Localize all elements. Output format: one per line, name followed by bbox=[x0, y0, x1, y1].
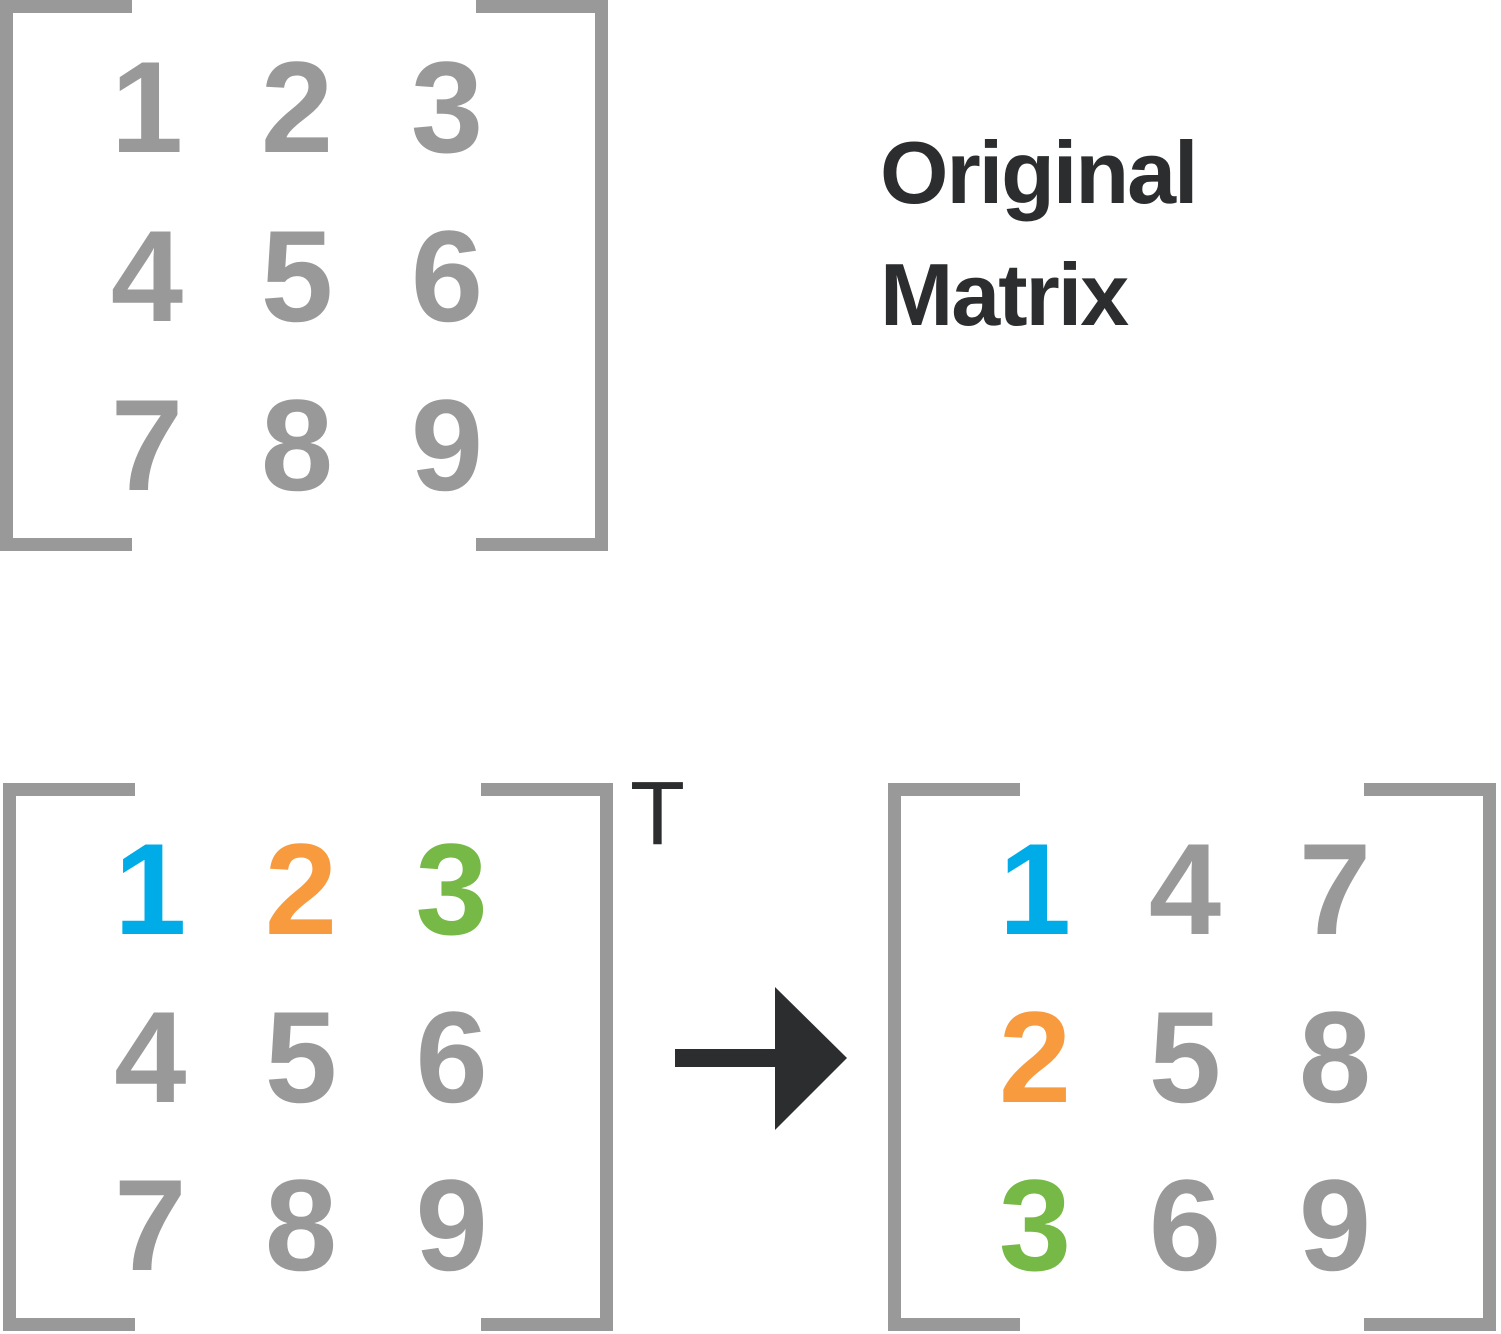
matrix-cell: 2 bbox=[998, 984, 1072, 1130]
matrix-cells: 1 2 3 4 5 6 7 8 9 bbox=[75, 805, 527, 1309]
matrix-cell: 5 bbox=[1148, 984, 1222, 1130]
transpose-arrow-icon bbox=[675, 987, 847, 1130]
matrix-cell: 4 bbox=[114, 984, 187, 1130]
title-line-2: Matrix bbox=[880, 245, 1129, 344]
right-bracket bbox=[476, 0, 608, 551]
matrix-cell: 1 bbox=[114, 816, 187, 962]
matrix-cell: 1 bbox=[110, 33, 184, 180]
matrix-cell: 7 bbox=[1298, 816, 1372, 962]
right-bracket bbox=[1364, 783, 1496, 1331]
transposed-matrix: 1 4 7 2 5 8 3 6 9 bbox=[888, 783, 1496, 1331]
left-bracket bbox=[3, 783, 135, 1331]
matrix-cell: 5 bbox=[264, 984, 338, 1130]
matrix-cell: 9 bbox=[410, 371, 484, 518]
matrix-cell: 4 bbox=[110, 202, 184, 349]
matrix-cells: 1 2 3 4 5 6 7 8 9 bbox=[72, 22, 522, 529]
left-bracket bbox=[888, 783, 1020, 1331]
matrix-cell: 2 bbox=[260, 33, 334, 180]
matrix-cell: 9 bbox=[1298, 1152, 1372, 1298]
matrix-cell: 5 bbox=[260, 202, 334, 349]
right-bracket bbox=[481, 783, 613, 1331]
matrix-cell: 1 bbox=[998, 816, 1072, 962]
matrix-cell: 9 bbox=[415, 1152, 488, 1298]
matrix-cell: 6 bbox=[415, 984, 488, 1130]
matrix-cell: 6 bbox=[1148, 1152, 1222, 1298]
matrix-cell: 3 bbox=[998, 1152, 1072, 1298]
matrix-cell: 7 bbox=[110, 371, 184, 518]
matrix-cell: 6 bbox=[410, 202, 484, 349]
original-matrix: 1 2 3 4 5 6 7 8 9 bbox=[0, 0, 608, 551]
matrix-cell: 8 bbox=[1298, 984, 1372, 1130]
matrix-cell: 3 bbox=[410, 33, 484, 180]
arrow-head bbox=[775, 987, 847, 1130]
matrix-cell: 4 bbox=[1148, 816, 1222, 962]
arrow-shaft bbox=[675, 1049, 785, 1067]
matrix-before-transpose: 1 2 3 4 5 6 7 8 9 bbox=[3, 783, 613, 1331]
title-line-1: Original bbox=[880, 123, 1199, 222]
matrix-cell: 8 bbox=[264, 1152, 338, 1298]
matrix-cell: 2 bbox=[264, 816, 338, 962]
matrix-cell: 7 bbox=[114, 1152, 187, 1298]
matrix-cell: 3 bbox=[415, 816, 488, 962]
transpose-superscript: T bbox=[630, 764, 685, 864]
matrix-cells: 1 4 7 2 5 8 3 6 9 bbox=[960, 805, 1410, 1309]
diagram-title: Original Matrix bbox=[880, 112, 1300, 356]
left-bracket bbox=[0, 0, 132, 551]
matrix-cell: 8 bbox=[260, 371, 334, 518]
